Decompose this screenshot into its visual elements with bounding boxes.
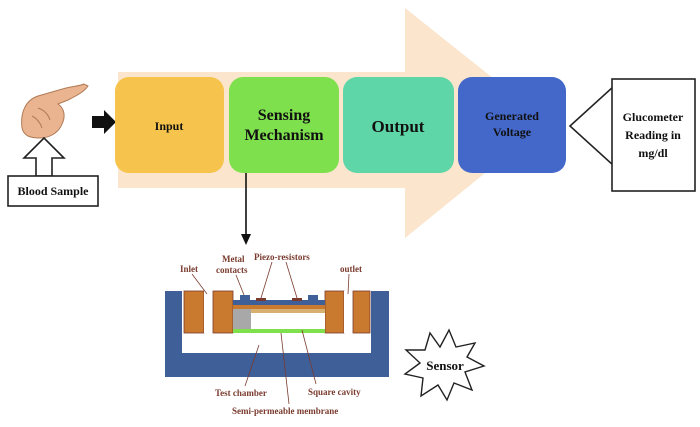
inlet-label: Inlet [180, 264, 198, 274]
outlet-column-left [324, 290, 345, 334]
semi-permeable-membrane [233, 329, 325, 333]
input-label: Input [155, 119, 184, 133]
sensing-mechanism-block [229, 77, 339, 173]
metal-contact-right [308, 295, 318, 301]
inlet-channel [204, 291, 213, 333]
generated-voltage-block [458, 77, 566, 173]
blood-sample-label: Blood Sample [17, 184, 89, 198]
metal-contacts-label-line2: contacts [216, 265, 248, 275]
piezo-resistor-left [256, 298, 266, 301]
sensor-cross-section [165, 290, 389, 377]
glucometer-line2: Reading in [625, 128, 681, 142]
input-block [115, 77, 224, 173]
inlet-column [183, 290, 205, 334]
voltage-label-line1: Generated [485, 109, 539, 123]
sensor-starburst [403, 328, 486, 402]
outlet-label: outlet [340, 264, 362, 274]
sensing-label-line2: Mechanism [244, 127, 324, 144]
metal-contacts-label-line1: Metal [222, 254, 245, 264]
square-cavity-label: Square cavity [308, 387, 361, 397]
outlet-column [352, 290, 371, 334]
metal-contacts-pointer [235, 274, 245, 296]
output-block [343, 77, 454, 173]
top-plate-navy [233, 300, 325, 305]
glucometer-box [611, 78, 696, 192]
metal-contact-left [240, 295, 250, 301]
sensing-label-line1: Sensing [258, 107, 310, 124]
output-label: Output [372, 117, 425, 136]
voltage-label-line2: Voltage [493, 125, 532, 139]
membrane-label: Semi-permeable membrane [232, 406, 338, 416]
piezo-resistors-label: Piezo-resistors [254, 252, 310, 262]
sensor-outer-frame [165, 291, 389, 377]
test-chamber-pointer [244, 344, 260, 387]
top-plate-thin [251, 309, 325, 313]
inlet-pointer [191, 273, 208, 295]
top-plate-brown [233, 305, 325, 309]
square-cavity [251, 313, 325, 330]
sensor-starburst-label: Sensor [426, 358, 464, 373]
test-chamber-label: Test chamber [215, 388, 267, 398]
inlet-column-right [212, 290, 234, 334]
piezo-pointer-left [260, 261, 273, 299]
down-arrow-head [241, 234, 251, 245]
gray-spacer [233, 305, 251, 333]
up-arrow-to-hand [22, 136, 66, 177]
outlet-channel [344, 291, 353, 333]
piezo-pointer-right [285, 261, 298, 299]
glucometer-line3: mg/dl [638, 146, 668, 160]
blood-sample-box [7, 175, 99, 207]
piezo-resistor-right [292, 298, 302, 301]
square-cavity-pointer [301, 329, 317, 385]
outlet-pointer [347, 273, 350, 295]
pointing-hand-icon [21, 83, 89, 139]
membrane-pointer [280, 332, 290, 405]
glucometer-line1: Glucometer [623, 110, 684, 124]
left-arrow-from-glucometer [568, 84, 615, 168]
arrow-to-input [92, 110, 116, 134]
